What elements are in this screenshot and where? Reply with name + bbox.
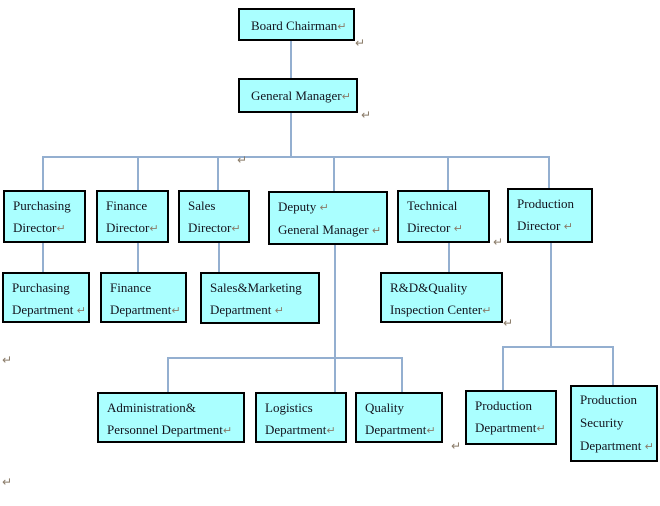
connector-line-vertical (137, 243, 139, 272)
node-label-line: Quality (365, 400, 404, 415)
node-label-line: Department↵ (475, 420, 546, 435)
connector-line-horizontal (502, 346, 613, 348)
connector-line-vertical (447, 156, 449, 190)
node-label-line: Department↵ (365, 422, 436, 437)
node-label-line: Finance (110, 280, 152, 295)
return-mark-icon: ↵ (231, 222, 241, 235)
connector-line-vertical (502, 346, 504, 390)
connector-line-vertical (42, 243, 44, 272)
paragraph-return-mark-icon: ↵ (355, 36, 366, 50)
return-mark-icon: ↵ (222, 424, 233, 437)
connector-line-vertical (612, 346, 614, 387)
node-label-line: Department ↵ (210, 302, 284, 317)
general-manager-box[interactable]: General Manager↵ (238, 78, 358, 113)
node-label-line: Inspection Center↵ (390, 302, 492, 317)
connector-line-vertical (217, 156, 219, 190)
return-mark-icon: ↵ (171, 304, 181, 317)
paragraph-return-mark-icon: ↵ (493, 235, 504, 249)
node-label-line: Deputy ↵ (278, 199, 329, 214)
node-label-line: Sales&Marketing (210, 280, 302, 295)
node-label-line: Production (580, 392, 638, 407)
node-label-line: Director↵ (188, 220, 241, 235)
node-label-line: Production (517, 196, 575, 211)
connector-line-horizontal (42, 156, 550, 158)
node-label-line: Director↵ (13, 220, 66, 235)
node-label-line: Administration& (107, 400, 196, 415)
return-mark-icon: ↵ (341, 90, 351, 103)
administration-personnel-department-box[interactable]: Administration&Personnel Department↵ (97, 392, 245, 443)
deputy-general-manager-box[interactable]: Deputy ↵ General Manager ↵ (268, 191, 388, 245)
paragraph-return-mark-icon: ↵ (503, 316, 514, 330)
node-label-line: Purchasing (13, 198, 71, 213)
node-label-line: Department ↵ (580, 438, 654, 453)
connector-line-vertical (334, 245, 336, 392)
return-mark-icon: ↵ (453, 222, 463, 235)
node-label-line: Finance (106, 198, 148, 213)
node-label-line: Technical (407, 198, 458, 213)
node-label-line: Logistics (265, 400, 313, 415)
connector-line-vertical (137, 156, 139, 190)
connector-line-vertical (42, 156, 44, 190)
connector-line-vertical (167, 357, 169, 392)
node-label-line: Department↵ (265, 422, 336, 437)
return-mark-icon: ↵ (536, 422, 546, 435)
connector-line-vertical (548, 156, 550, 188)
node-label-line: Board Chairman↵ (251, 18, 347, 33)
node-label-line: Director ↵ (407, 220, 463, 235)
return-mark-icon: ↵ (337, 20, 347, 33)
connector-line-vertical (550, 243, 552, 348)
node-label-line: Director ↵ (517, 218, 573, 233)
paragraph-return-mark-icon: ↵ (361, 108, 372, 122)
return-mark-icon: ↵ (482, 304, 492, 317)
node-label-line: Purchasing (12, 280, 70, 295)
paragraph-return-mark-icon: ↵ (2, 475, 13, 489)
paragraph-return-mark-icon: ↵ (237, 153, 248, 167)
return-mark-icon: ↵ (274, 304, 284, 317)
connector-line-vertical (290, 113, 292, 156)
node-label-line: Department↵ (110, 302, 181, 317)
return-mark-icon: ↵ (149, 222, 159, 235)
connector-line-vertical (401, 357, 403, 392)
connector-line-vertical (333, 156, 335, 191)
return-mark-icon: ↵ (76, 304, 86, 317)
node-label-line: R&D&Quality (390, 280, 468, 295)
node-label-line: Production (475, 398, 533, 413)
paragraph-return-mark-icon: ↵ (2, 353, 13, 367)
return-mark-icon: ↵ (426, 424, 436, 437)
node-label-line: Director↵ (106, 220, 159, 235)
return-mark-icon: ↵ (326, 424, 336, 437)
return-mark-icon: ↵ (563, 220, 573, 233)
return-mark-icon: ↵ (371, 224, 382, 237)
connector-line-vertical (448, 243, 450, 272)
node-label-line: Personnel Department↵ (107, 422, 233, 437)
return-mark-icon: ↵ (56, 222, 66, 235)
connector-line-vertical (290, 41, 292, 78)
node-label-line: Department ↵ (12, 302, 86, 317)
paragraph-return-mark-icon: ↵ (451, 439, 462, 453)
return-mark-icon: ↵ (644, 440, 654, 453)
node-label-line: Sales (188, 198, 216, 213)
node-label-line: Security (580, 415, 624, 430)
return-mark-icon: ↵ (319, 201, 329, 214)
connector-line-horizontal (167, 357, 402, 359)
node-label-line: General Manager↵ (251, 88, 351, 103)
board-chairman-box[interactable]: Board Chairman↵ (238, 8, 355, 41)
node-label-line: General Manager ↵ (278, 222, 382, 237)
connector-line-vertical (218, 243, 220, 272)
